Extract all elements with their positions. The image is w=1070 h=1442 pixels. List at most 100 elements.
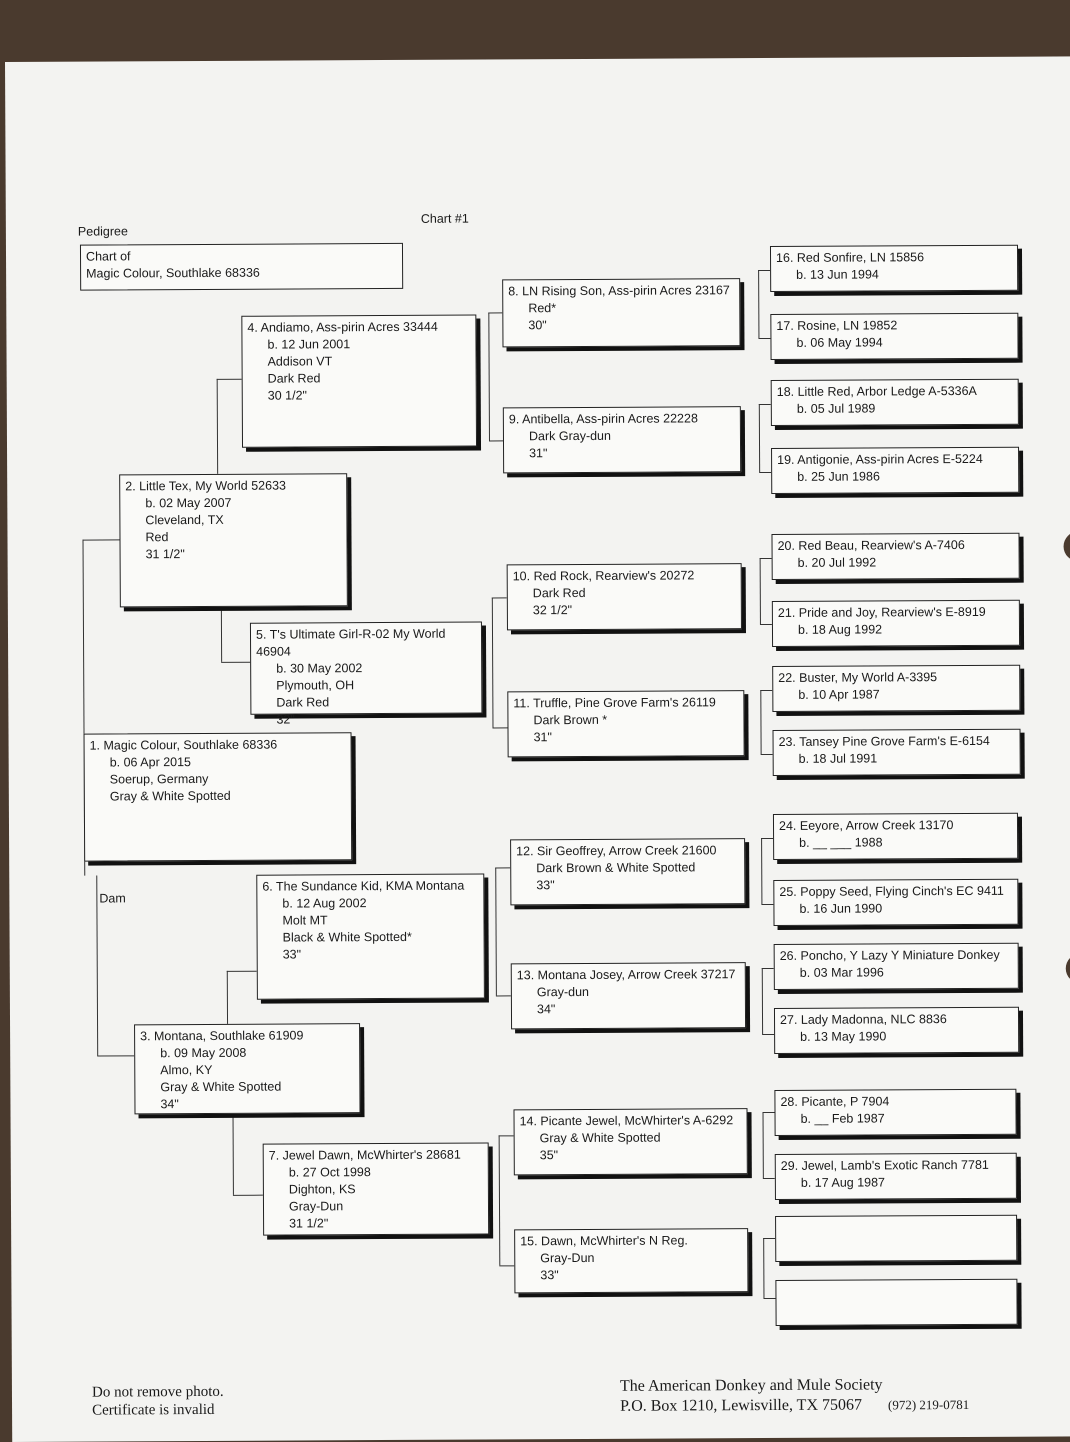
animal-name: 2. Little Tex, My World 52633 — [125, 478, 286, 494]
animal-birth: b. 30 May 2002 — [276, 661, 363, 676]
animal-birth: b. 27 Oct 1998 — [288, 1165, 371, 1180]
chart-number: Chart #1 — [420, 211, 469, 226]
animal-birth: b. 16 Jun 1990 — [799, 901, 883, 916]
connector — [492, 727, 508, 729]
animal-birthplace: Cleveland, TX — [145, 512, 224, 528]
pedigree-box-27: 27. Lady Madonna, NLC 8836 b. 13 May 199… — [773, 1006, 1020, 1054]
invalid-notice-line: Certificate is invalid — [92, 1401, 215, 1419]
connector — [763, 1297, 776, 1300]
animal-name: 20. Red Beau, Rearview's A-7406 — [777, 537, 965, 553]
animal-name: 12. Sir Geoffrey, Arrow Creek 21600 — [516, 843, 717, 859]
connector — [758, 270, 760, 339]
animal-name: 17. Rosine, LN 19852 — [776, 318, 898, 333]
animal-color: Dark Gray-dun — [528, 428, 611, 444]
animal-birth: b. 03 Mar 1996 — [799, 965, 884, 980]
punch-hole — [1065, 953, 1070, 984]
connector — [759, 471, 772, 474]
animal-birth: b. 17 Aug 1987 — [800, 1175, 886, 1190]
animal-color: Gray-Dun — [540, 1250, 595, 1266]
animal-color: Dark Red — [267, 371, 321, 386]
animal-height: 31" — [533, 730, 552, 745]
connector — [495, 867, 497, 996]
animal-birth: b. 09 May 2008 — [160, 1045, 247, 1061]
connector — [97, 1055, 135, 1057]
connector — [761, 838, 763, 905]
animal-name: 25. Poppy Seed, Flying Cinch's EC 9411 — [779, 883, 1004, 899]
connector — [226, 970, 257, 972]
pedigree-box-18: 18. Little Red, Arbor Ledge A-5336A b. 0… — [770, 378, 1019, 426]
animal-height: 30 1/2" — [267, 388, 307, 403]
animal-height: 33" — [540, 1268, 559, 1283]
chart-of-label: Chart of — [85, 249, 131, 264]
animal-birth: b. 18 Aug 1992 — [797, 622, 883, 637]
animal-name: 26. Poncho, Y Lazy Y Miniature Donkey — [779, 947, 1000, 963]
connector — [758, 337, 771, 340]
animal-birth: b. 05 Jul 1989 — [796, 401, 876, 416]
animal-color: Red* — [528, 301, 557, 316]
animal-birth: b. 25 Jun 1986 — [797, 469, 880, 484]
animal-name: 14. Picante Jewel, McWhirter's A-6292 — [519, 1113, 734, 1129]
pedigree-box-3: 3. Montana, Southlake 61909 b. 09 May 20… — [134, 1023, 361, 1115]
connector — [758, 404, 761, 473]
connector — [82, 539, 120, 541]
animal-color: Gray-dun — [536, 984, 590, 1000]
animal-height: 31 1/2" — [289, 1216, 329, 1231]
connector — [762, 1177, 775, 1180]
animal-name: 16. Red Sonfire, LN 15856 — [776, 250, 925, 265]
animal-birth: b. 06 Apr 2015 — [109, 755, 192, 770]
animal-birthplace: Plymouth, OH — [276, 678, 355, 693]
animal-name: 13. Montana Josey, Arrow Creek 37217 — [516, 967, 736, 983]
animal-color: Dark Brown * — [533, 712, 608, 728]
connector — [498, 1135, 501, 1266]
animal-name: 10. Red Rock, Rearview's 20272 — [512, 568, 695, 584]
connector — [759, 557, 772, 560]
connector — [221, 661, 252, 663]
animal-height: 34" — [160, 1097, 179, 1112]
connector — [758, 403, 771, 406]
pedigree-box-11: 11. Truffle, Pine Grove Farm's 26119 Dar… — [507, 690, 745, 758]
pedigree-box-4: 4. Andiamo, Ass-pirin Acres 33444 b. 12 … — [241, 314, 478, 448]
animal-name: 8. LN Rising Son, Ass-pirin Acres 23167 — [508, 283, 730, 299]
animal-birth: b. 10 Apr 1987 — [798, 687, 880, 702]
animal-color: Red — [145, 530, 169, 545]
chart-of-box: Chart of Magic Colour, Southlake 68336 — [79, 242, 404, 291]
animal-height: 33" — [282, 947, 302, 962]
animal-color: Dark Red — [532, 585, 586, 601]
animal-birth: b. 06 May 1994 — [796, 335, 883, 350]
animal-height: 34" — [536, 1002, 556, 1017]
animal-name: 18. Little Red, Arbor Ledge A-5336A — [776, 383, 977, 399]
pedigree-box-6: 6. The Sundance Kid, KMA Montana b. 12 A… — [256, 873, 485, 1000]
animal-height: 35" — [539, 1148, 559, 1163]
pedigree-box-13: 13. Montana Josey, Arrow Creek 37217 Gra… — [510, 962, 747, 1030]
connector — [96, 875, 99, 1056]
connector — [488, 312, 490, 441]
pedigree-box-25: 25. Poppy Seed, Flying Cinch's EC 9411 b… — [773, 878, 1019, 926]
pedigree-box-22: 22. Buster, My World A-3395 b. 10 Apr 19… — [772, 664, 1021, 712]
society-name: The American Donkey and Mule Society — [619, 1376, 883, 1395]
animal-birth: b. 12 Aug 2002 — [282, 896, 367, 911]
animal-height: 31 1/2" — [145, 547, 185, 562]
animal-name: 28. Picante, P 7904 — [780, 1094, 890, 1109]
animal-name: 7. Jewel Dawn, McWhirter's 28681 — [268, 1147, 461, 1163]
animal-birthplace: Soerup, Germany — [109, 771, 209, 787]
pedigree-box-17: 17. Rosine, LN 19852 b. 06 May 1994 — [770, 312, 1019, 360]
connector — [491, 597, 494, 728]
connector — [216, 378, 242, 380]
pedigree-label: Pedigree — [77, 224, 128, 239]
connector — [220, 605, 223, 662]
animal-birth: b. __ Feb 1987 — [800, 1111, 885, 1126]
connector — [226, 970, 229, 1026]
connector — [488, 440, 503, 442]
photo-notice-line: Do not remove photo. — [91, 1383, 224, 1401]
connector — [759, 558, 761, 625]
connector — [761, 967, 774, 970]
society-po-box: P.O. Box 1210, Lewisville, TX 75067(972)… — [620, 1396, 970, 1415]
pedigree-box-30-empty — [775, 1214, 1018, 1262]
animal-name: 24. Eeyore, Arrow Creek 13170 — [778, 818, 954, 833]
animal-birthplace: Almo, KY — [160, 1062, 213, 1078]
pedigree-box-23: 23. Tansey Pine Grove Farm's E-6154 b. 1… — [772, 728, 1021, 776]
pedigree-sheet: Pedigree Chart #1 Chart of Magic Colour,… — [5, 56, 1070, 1442]
connector — [495, 995, 511, 997]
pedigree-box-9: 9. Antibella, Ass-pirin Acres 22228 Dark… — [502, 406, 742, 474]
animal-name: 22. Buster, My World A-3395 — [778, 670, 938, 685]
